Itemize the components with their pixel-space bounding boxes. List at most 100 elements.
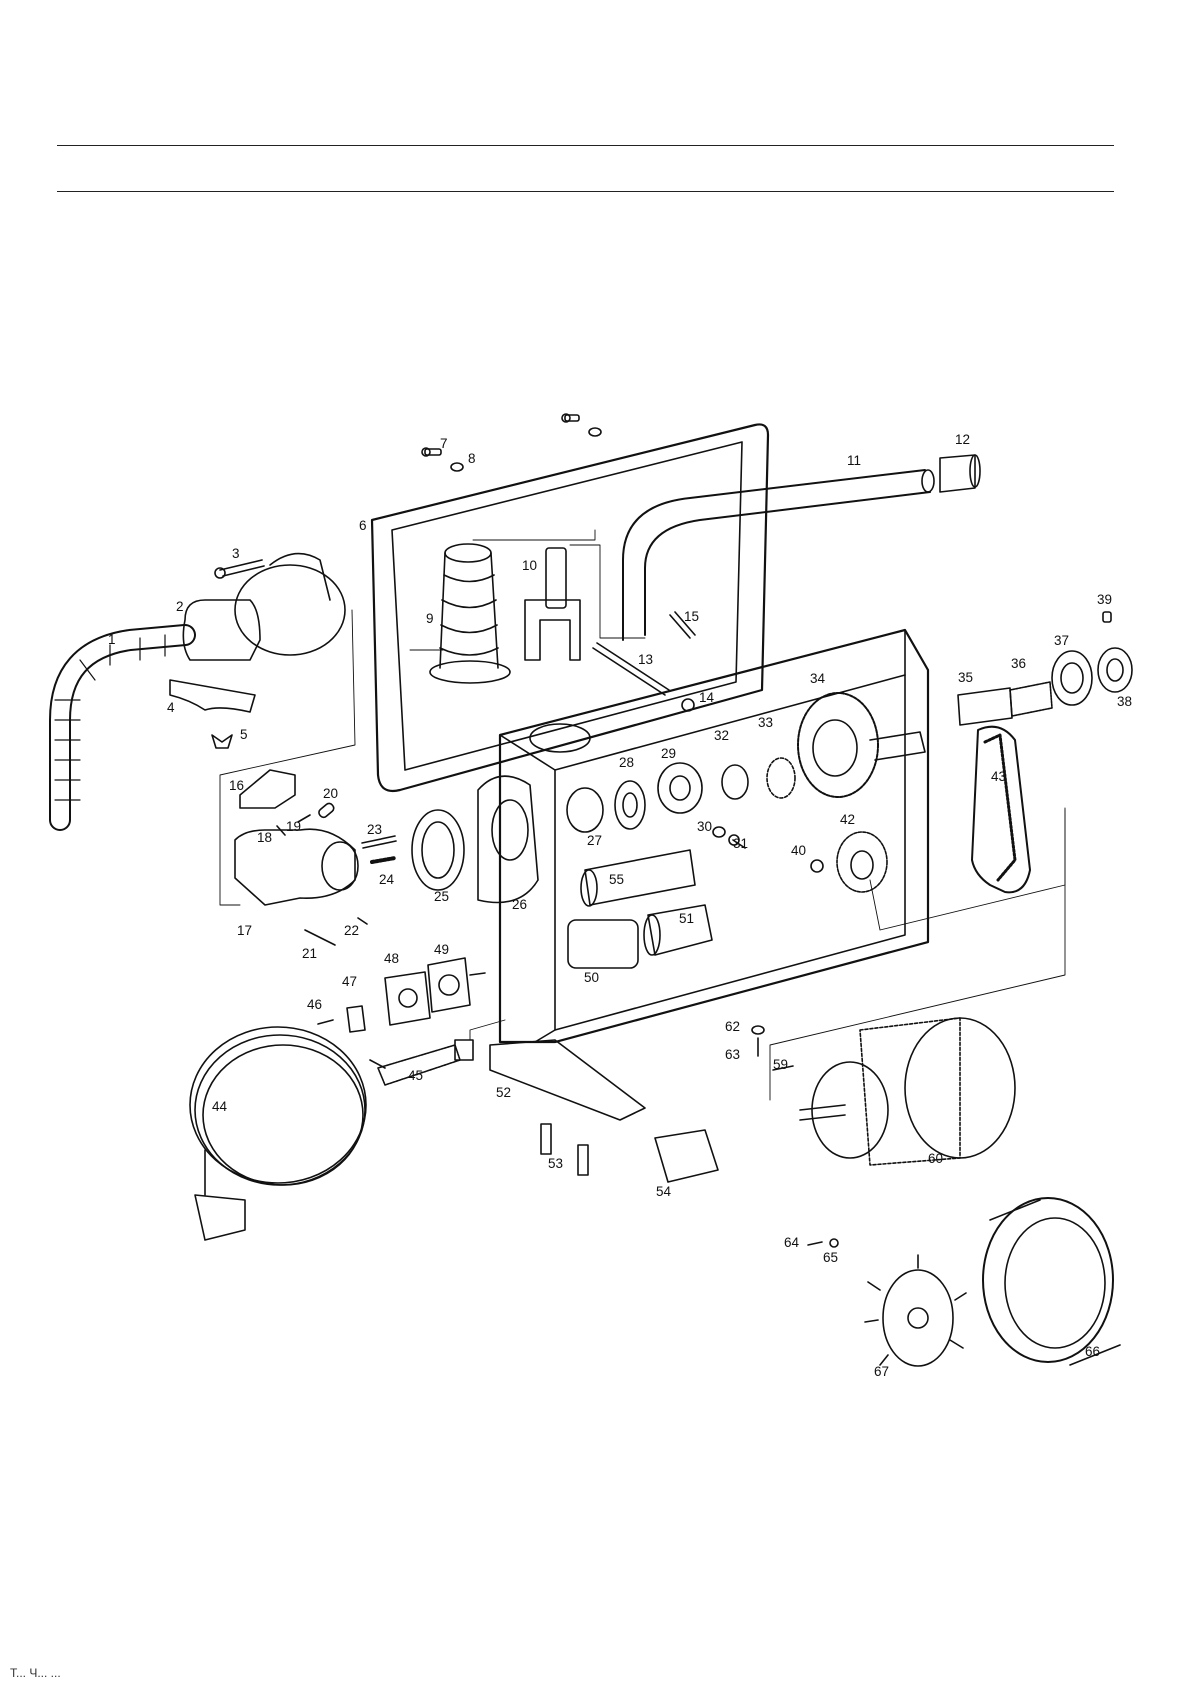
part-29-collar	[658, 763, 702, 813]
label-24: 24	[379, 872, 395, 887]
part-43-toothed-belt	[972, 727, 1030, 893]
part-64-screw	[808, 1242, 822, 1245]
label-40: 40	[791, 843, 806, 858]
part-48-switch-plate	[385, 972, 430, 1025]
part-67-fan	[865, 1255, 966, 1366]
label-55: 55	[609, 872, 624, 887]
part-27-bushing	[567, 788, 603, 832]
label-39: 39	[1097, 592, 1112, 607]
label-35: 35	[958, 670, 973, 685]
part-26-flange	[478, 776, 538, 902]
label-54: 54	[656, 1184, 672, 1199]
part-65-washer	[830, 1239, 838, 1247]
label-19: 19	[286, 819, 301, 834]
label-11: 11	[847, 453, 861, 468]
label-66: 66	[1085, 1344, 1100, 1359]
part-39-set-screw	[1103, 612, 1111, 622]
label-59: 59	[773, 1057, 788, 1072]
part-33-lock-washer	[767, 758, 795, 798]
part-49-switch	[428, 958, 485, 1012]
label-23: 23	[367, 822, 382, 837]
part-25-bearing	[412, 810, 464, 890]
part-47-switch-knob	[347, 1006, 365, 1032]
part-20-sleeve	[317, 802, 335, 819]
top-screw	[562, 414, 601, 436]
part-23-pin	[362, 836, 396, 848]
part-34-gear	[798, 693, 925, 797]
label-2: 2	[176, 599, 184, 614]
part-32-ring	[722, 765, 748, 799]
label-10: 10	[522, 558, 537, 573]
part-4-lower-clamp	[170, 680, 255, 712]
label-1: 1	[108, 632, 116, 647]
label-27: 27	[587, 833, 602, 848]
part-24-spring	[372, 858, 395, 862]
label-7: 7	[440, 436, 448, 451]
label-42: 42	[840, 812, 855, 827]
part-40-circlip	[811, 860, 823, 872]
part-54-end-cap	[655, 1130, 718, 1182]
label-14: 14	[699, 690, 715, 705]
part-6-gasket-frame	[372, 424, 768, 791]
label-33: 33	[758, 715, 773, 730]
part-16-latch	[240, 770, 295, 808]
label-15: 15	[684, 609, 699, 624]
label-43: 43	[991, 769, 1006, 784]
part-62-washer	[752, 1026, 764, 1034]
label-49: 49	[434, 942, 449, 957]
part-51-capacitor	[644, 905, 712, 955]
part-1-corrugated-hose	[55, 635, 185, 820]
label-9: 9	[426, 611, 434, 626]
label-32: 32	[714, 728, 729, 743]
label-12: 12	[955, 432, 970, 447]
part-12-grip	[940, 455, 980, 492]
part-7-screw	[422, 448, 441, 456]
label-34: 34	[810, 671, 826, 686]
label-13: 13	[638, 652, 653, 667]
label-44: 44	[212, 1099, 228, 1114]
part-42-pinion	[837, 832, 887, 892]
part-21-pin	[305, 930, 335, 945]
label-62: 62	[725, 1019, 740, 1034]
label-16: 16	[229, 778, 244, 793]
part-9-bellows-boot	[430, 544, 510, 683]
label-48: 48	[384, 951, 399, 966]
label-65: 65	[823, 1250, 838, 1265]
part-labels: 1 2 3 4 5 6 7 8 9 10 11 12 13 14 15 16 1…	[108, 432, 1132, 1379]
page-footer: Т... Ч... ...	[10, 1666, 61, 1680]
label-53: 53	[548, 1156, 563, 1171]
label-38: 38	[1117, 694, 1132, 709]
label-28: 28	[619, 755, 634, 770]
label-8: 8	[468, 451, 476, 466]
part-22-pin	[358, 918, 367, 924]
label-31: 31	[733, 836, 748, 851]
label-22: 22	[344, 923, 359, 938]
label-4: 4	[167, 700, 175, 715]
part-2-hose-clamp	[183, 554, 345, 660]
label-26: 26	[512, 897, 527, 912]
leader-lines	[220, 530, 1065, 1100]
part-50-terminal-block	[568, 920, 638, 968]
part-44-power-cable	[190, 1027, 385, 1240]
label-29: 29	[661, 746, 676, 761]
label-60: 60	[928, 1151, 943, 1166]
part-37-bearing	[1052, 651, 1092, 705]
label-18: 18	[257, 830, 272, 845]
part-55-capacitor	[581, 850, 695, 906]
label-17: 17	[237, 923, 252, 938]
part-30-washer	[713, 827, 725, 837]
label-47: 47	[342, 974, 357, 989]
label-37: 37	[1054, 633, 1069, 648]
part-46-screw	[318, 1020, 333, 1024]
label-46: 46	[307, 997, 322, 1012]
part-3-bolt	[215, 560, 264, 578]
label-64: 64	[784, 1235, 800, 1250]
label-3: 3	[232, 546, 240, 561]
label-5: 5	[240, 727, 248, 742]
part-45-cable-gland	[378, 1040, 473, 1085]
part-14-circlip	[682, 699, 694, 711]
part-13-pin	[593, 643, 669, 695]
part-5-wing-nut	[212, 735, 232, 748]
part-28-needle-ring	[615, 781, 645, 829]
